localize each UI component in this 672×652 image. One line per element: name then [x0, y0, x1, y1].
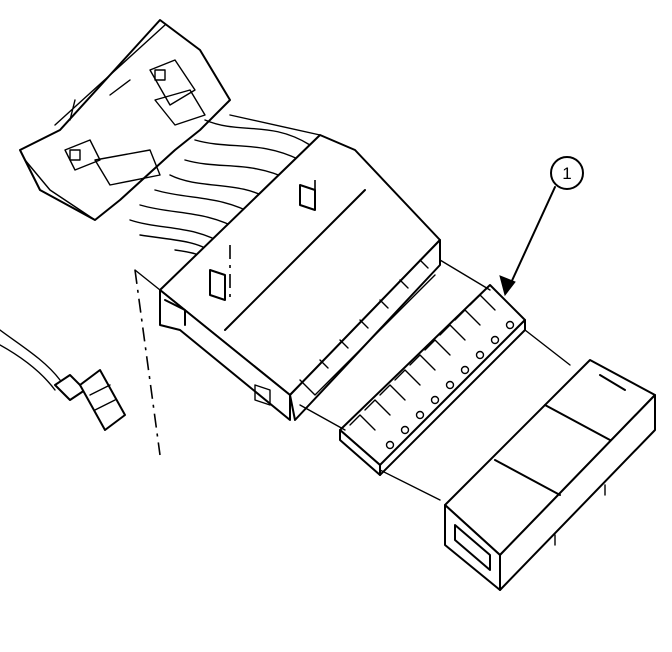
alignment-line	[439, 259, 491, 291]
callout-circle	[550, 156, 584, 190]
alignment-line	[524, 329, 571, 366]
harness-retainer-plate	[19, 19, 231, 221]
insertion-path-line	[134, 269, 161, 291]
callout-leader-line	[509, 186, 556, 286]
callout-1: 1	[499, 156, 584, 297]
connector-cover	[444, 359, 656, 591]
insertion-path-line	[134, 269, 161, 456]
callout-arrowhead-icon	[499, 275, 516, 297]
retainer-tab-icon	[154, 69, 166, 81]
terminal-position-assurance-insert	[339, 284, 526, 476]
connector-housing	[159, 134, 441, 421]
terminal-with-wire	[0, 329, 126, 431]
retainer-tab-icon	[69, 149, 81, 161]
insert-fingers	[349, 294, 496, 431]
alignment-line	[299, 404, 346, 431]
callout-number: 1	[562, 164, 571, 183]
insert-holes	[385, 320, 515, 450]
alignment-line	[379, 469, 441, 501]
